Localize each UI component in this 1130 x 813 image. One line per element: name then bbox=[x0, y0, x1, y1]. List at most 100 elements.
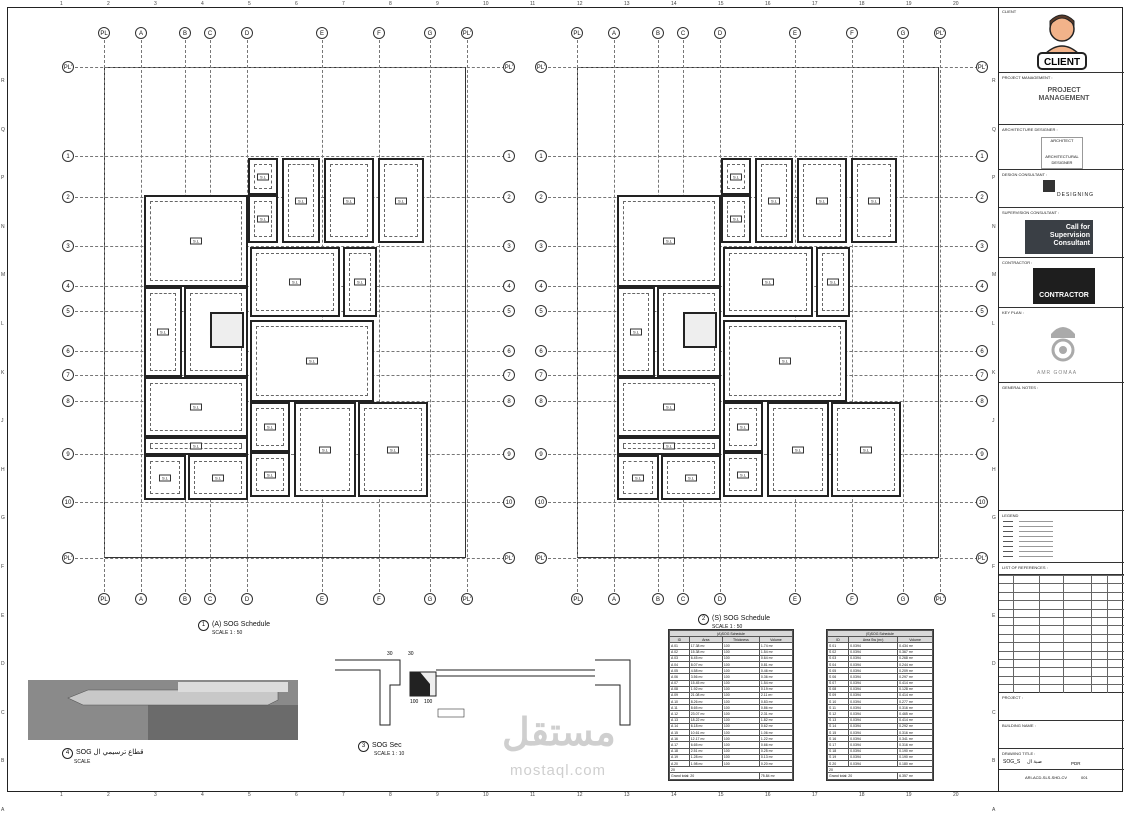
ruler-top-1: 1 bbox=[60, 1, 63, 7]
plan-a-gridline-v-6 bbox=[379, 40, 380, 592]
legend-line bbox=[1003, 541, 1013, 542]
plan-a-grid-left-1: 1 bbox=[62, 150, 74, 162]
plan-s-grid-top-6: F bbox=[846, 27, 858, 39]
plan-s-slab-inner-4 bbox=[857, 164, 891, 237]
ruler-top-7: 7 bbox=[342, 1, 345, 7]
plan-s-grid-bottom-4: D bbox=[714, 593, 726, 605]
plan-a-slab-tag-19: S.L bbox=[211, 474, 225, 481]
plan-s-slab-tag-7: S.L bbox=[761, 278, 775, 286]
plan-a-slab-4: S.L bbox=[378, 158, 424, 243]
plan-s-slab-tag-18: S.L bbox=[631, 474, 645, 481]
ruler-left-M: M bbox=[1, 272, 6, 279]
plan-a-slab-inner-6 bbox=[150, 201, 242, 281]
plan-a-slab-tag-2: S.L bbox=[294, 197, 308, 204]
plan-a-slab-inner-5 bbox=[254, 201, 272, 237]
plan-a-slab-inner-18 bbox=[150, 461, 180, 494]
plan-a-gridline-h-10 bbox=[75, 502, 505, 503]
sched-s-total: 6.357 m³ bbox=[897, 772, 933, 780]
tb-arch-label: ARCHITECTURE DESIGNER : bbox=[1002, 127, 1058, 132]
ruler-left-B: B bbox=[1, 758, 5, 765]
ruler-top-19: 19 bbox=[906, 1, 912, 7]
plan-a-grid-left-3: 3 bbox=[62, 240, 74, 252]
rev-row-line bbox=[999, 600, 1124, 602]
plan-s-grid-left-6: 6 bbox=[535, 345, 547, 357]
plan-s-slab-14: S.L bbox=[767, 402, 829, 497]
section-right-footing bbox=[595, 659, 631, 726]
tb-supervision: SUPERVISION CONSULTANT : Call for Superv… bbox=[999, 208, 1124, 258]
title-block: CLIENT CLIENT PROJECT MANAGEMENT : PROJE… bbox=[998, 7, 1124, 792]
sched-a-total-label: Grand total: 20 bbox=[669, 772, 760, 780]
plan-a-gridline-h-3 bbox=[75, 246, 505, 247]
plan-s-grid-bottom-1: A bbox=[608, 593, 620, 605]
plan-a-grid-bottom-3: C bbox=[204, 593, 216, 605]
plan-a-slab-tag-5: S.L bbox=[256, 215, 270, 223]
plan-s-slab-inner-7 bbox=[729, 253, 807, 311]
plan-s-gridline-v-8 bbox=[940, 40, 941, 592]
plan-a-grid-left-9: 9 bbox=[62, 448, 74, 460]
plan-s-gridline-v-7 bbox=[903, 40, 904, 592]
plan-s-grid-right-10: 10 bbox=[976, 496, 988, 508]
rev-row-line bbox=[999, 625, 1124, 627]
arch-logo: ARCHITECT ARCHITECTURAL DESIGNER bbox=[1041, 137, 1083, 169]
plan-a-gridline-v-8 bbox=[467, 40, 468, 592]
watermark-url: mostaql.com bbox=[510, 762, 607, 779]
plan-a-slab-17: S.L bbox=[250, 452, 290, 497]
plan-s-slab-13: S.L bbox=[723, 402, 763, 452]
plan-a-grid-top-4: D bbox=[241, 27, 253, 39]
plan-s-grid-bottom-5: E bbox=[789, 593, 801, 605]
ruler-top-18: 18 bbox=[859, 1, 865, 7]
plan-a-slab-tag-13: S.L bbox=[263, 423, 277, 431]
tb-client-label: CLIENT bbox=[1002, 9, 1017, 14]
view-scale-3d: SCALE bbox=[74, 759, 91, 765]
ruler-bottom-14: 14 bbox=[671, 792, 677, 798]
plan-s-slab-17: S.L bbox=[723, 452, 763, 497]
plan-s-slab-inner-15 bbox=[837, 408, 895, 491]
legend-line bbox=[1003, 551, 1013, 552]
ruler-top-8: 8 bbox=[389, 1, 392, 7]
plan-s-slab-12: S.L bbox=[617, 377, 721, 437]
legend-line-desc bbox=[1019, 531, 1053, 532]
ruler-top-15: 15 bbox=[718, 1, 724, 7]
plan-s-grid-left-4: 4 bbox=[535, 280, 547, 292]
ruler-top-10: 10 bbox=[483, 1, 489, 7]
plan-s-slab-tag-11: S.L bbox=[778, 357, 792, 365]
ruler-right-Q: Q bbox=[992, 126, 996, 133]
design-logo-mark bbox=[1043, 180, 1055, 192]
ruler-top-5: 5 bbox=[248, 1, 251, 7]
plan-s-slab-5: S.L bbox=[721, 195, 751, 243]
plan-s-slab-19: S.L bbox=[661, 455, 721, 500]
plan-s-grid-bottom-6: F bbox=[846, 593, 858, 605]
ruler-left-H: H bbox=[1, 466, 5, 473]
plan-a-slab-8: S.L bbox=[343, 247, 377, 317]
plan-s-grid-left-0: PL' bbox=[535, 61, 547, 73]
view-title-s: 2(S) SOG Schedule bbox=[698, 614, 770, 625]
plan-a-slab-1: S.L bbox=[248, 158, 278, 195]
plan-s-grid-right-0: PL' bbox=[976, 61, 988, 73]
plan-a-slab-tag-17: S.L bbox=[263, 471, 277, 478]
ruler-bottom-13: 13 bbox=[624, 792, 630, 798]
ruler-right-N: N bbox=[992, 223, 996, 230]
plan-s-slab-tag-6: S.L bbox=[662, 237, 676, 245]
ruler-right-C: C bbox=[992, 709, 996, 716]
plan-a-grid-top-1: A bbox=[135, 27, 147, 39]
tb-legend: LEGEND bbox=[999, 511, 1124, 563]
legend-line-desc bbox=[1019, 546, 1053, 547]
plan-a-slab-tag-18: S.L bbox=[158, 474, 172, 481]
rev-row-line bbox=[999, 583, 1124, 585]
tb-contractor-label: CONTRACTOR : bbox=[1002, 260, 1033, 265]
plan-a-slab-5: S.L bbox=[248, 195, 278, 243]
view-title-3d-text: SOG قطاع ترسيمي ال bbox=[76, 749, 144, 756]
plan-a-slab-16: S.L bbox=[144, 437, 248, 455]
plan-s-grid-top-1: A bbox=[608, 27, 620, 39]
drawing-title: SOG_S bbox=[1003, 759, 1021, 765]
plan-s-grid-bottom-2: B bbox=[652, 593, 664, 605]
plan-a-grid-right-11: PL' bbox=[503, 552, 515, 564]
sup-logo: Call for Supervision Consultant bbox=[1025, 220, 1093, 254]
plan-s-gridline-h-3 bbox=[548, 246, 978, 247]
plan-a-slab-inner-9 bbox=[150, 293, 176, 371]
ruler-right-R: R bbox=[992, 78, 996, 84]
plan-s-slab-inner-11 bbox=[729, 326, 841, 396]
plan-a-slab-inner-1 bbox=[254, 164, 272, 189]
plan-s-slab-inner-14 bbox=[773, 408, 823, 491]
